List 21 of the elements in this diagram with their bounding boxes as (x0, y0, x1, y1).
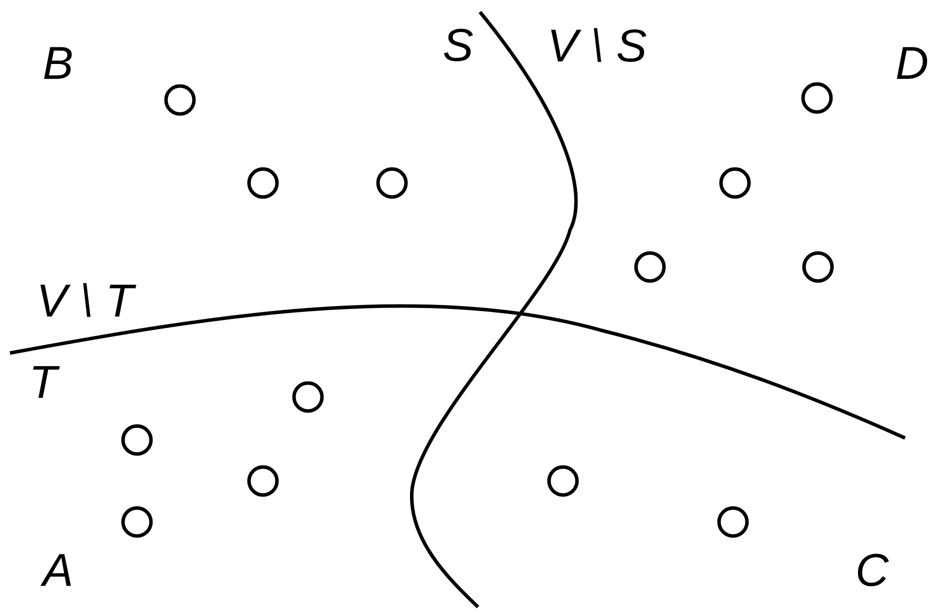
vertex-circle (802, 251, 834, 283)
set-label: B (44, 47, 72, 79)
vertex-circle (376, 167, 408, 199)
set-label: A (40, 554, 71, 586)
vertex-circle (247, 167, 279, 199)
vertex-circle (717, 506, 749, 538)
vertex-circle (547, 465, 579, 497)
set-label: T (33, 366, 60, 398)
vertex-circle (247, 465, 279, 497)
set-label: C (858, 554, 889, 586)
vertex-circle (801, 82, 833, 114)
set-label: V \ T (40, 283, 136, 317)
vertex-circle (634, 251, 666, 283)
vertex-circle (164, 84, 196, 116)
vertex-circle (292, 381, 324, 413)
set-label: S (444, 28, 473, 62)
vertex-circle (121, 506, 153, 538)
vertex-circle (719, 167, 751, 199)
vertex-circle (121, 424, 153, 456)
set-label: V \ S (551, 28, 646, 62)
set-label: D (896, 47, 928, 79)
